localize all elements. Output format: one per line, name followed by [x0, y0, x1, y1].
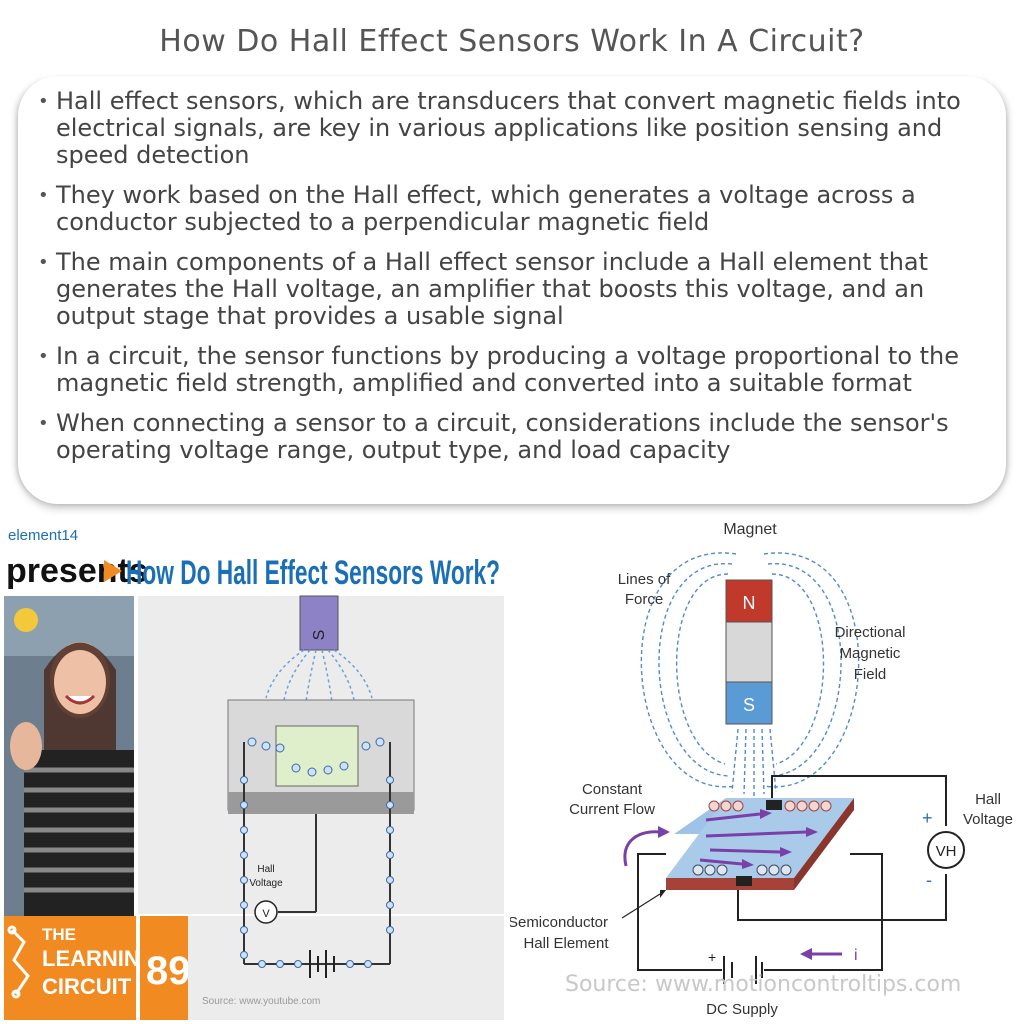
- brand-logo: element14: [8, 527, 78, 544]
- play-icon: [104, 560, 122, 582]
- plus-sign: +: [922, 808, 933, 828]
- constant-current-label-2: Current Flow: [569, 801, 655, 818]
- hall-voltage-label-1: Hall: [975, 791, 1001, 808]
- bullet-item: In a circuit, the sensor functions by pr…: [38, 343, 1003, 397]
- circuit-wires: [637, 775, 947, 971]
- lines-of-force-label-1: Lines of: [618, 571, 671, 588]
- magnet-south: [725, 681, 773, 725]
- hall-effect-diagram: Magnet N S Lines of Force Directional Ma…: [508, 514, 1024, 1020]
- north-label: N: [743, 593, 756, 613]
- directional-field-label-2: Magnetic: [840, 645, 901, 662]
- source-credit: Source: www.motioncontroltips.com: [565, 972, 962, 997]
- hall-voltage-label-2: Voltage: [963, 811, 1013, 828]
- magnet-title: Magnet: [723, 521, 777, 538]
- negative-charges: [692, 864, 792, 876]
- video-title: How Do Hall Effect Sensors Work?: [126, 554, 500, 592]
- voltmeter-label: V: [262, 908, 270, 920]
- voltmeter-icon: [927, 831, 965, 869]
- circuit-logo-icon: [7, 925, 30, 999]
- magnet-block: [299, 595, 339, 651]
- directional-field-label-3: Field: [854, 666, 887, 683]
- bottom-contact: [736, 876, 752, 886]
- hall-voltage-label-bottom: Voltage: [249, 878, 283, 889]
- semiconductor-label-1: Semiconductor: [510, 914, 608, 931]
- voltmeter-label: VH: [936, 843, 957, 860]
- voltmeter-icon: [254, 900, 278, 924]
- episode-number: 89: [146, 949, 191, 993]
- top-contact: [766, 800, 782, 810]
- lines-of-force-label-2: Force: [625, 591, 663, 608]
- current-flow-arrows: [623, 812, 842, 956]
- hall-voltage-label-top: Hall: [257, 864, 274, 875]
- electron-dots: [240, 776, 394, 968]
- minus-sign: -: [926, 870, 932, 890]
- video-thumbnail[interactable]: element14 presents How Do Hall Effect Se…: [4, 520, 504, 1020]
- bullet-item: They work based on the Hall effect, whic…: [38, 182, 1003, 236]
- constant-current-label-1: Constant: [582, 781, 643, 798]
- bullet-item: The main components of a Hall effect sen…: [38, 249, 1003, 330]
- field-lines: [265, 649, 373, 703]
- battery-icon: [309, 950, 335, 978]
- field-lines: [640, 552, 860, 796]
- waving-hand: [10, 722, 42, 770]
- directional-field-label-1: Directional: [835, 624, 906, 641]
- bullet-item: Hall effect sensors, which are transduce…: [38, 88, 1003, 169]
- dc-supply-label: DC Supply: [706, 1001, 778, 1018]
- learning-circuit-badge: [4, 916, 136, 1020]
- current-symbol: i: [854, 947, 858, 964]
- episode-badge: [140, 916, 188, 1020]
- hall-plate: [275, 725, 359, 787]
- badge-line-3: CIRCUIT: [42, 974, 132, 999]
- badge-line-1: THE: [42, 925, 76, 944]
- bullet-list: Hall effect sensors, which are transduce…: [38, 88, 1003, 477]
- south-label: S: [743, 695, 755, 715]
- left-source-credit: Source: www.youtube.com: [202, 996, 320, 1007]
- badge-line-2: LEARNING: [42, 946, 157, 971]
- magnet-s-label: S: [311, 630, 328, 641]
- semiconductor-label-2: Hall Element: [523, 935, 609, 952]
- dc-supply-icon: [723, 956, 763, 984]
- duck-toy-icon: [14, 608, 38, 632]
- positive-charges: [708, 800, 832, 812]
- hall-element-edge: [666, 878, 794, 890]
- battery-plus: +: [708, 949, 716, 965]
- bullet-item: When connecting a sensor to a circuit, c…: [38, 410, 1003, 464]
- presents-label: presents: [6, 552, 148, 590]
- page-title: How Do Hall Effect Sensors Work In A Cir…: [159, 24, 865, 59]
